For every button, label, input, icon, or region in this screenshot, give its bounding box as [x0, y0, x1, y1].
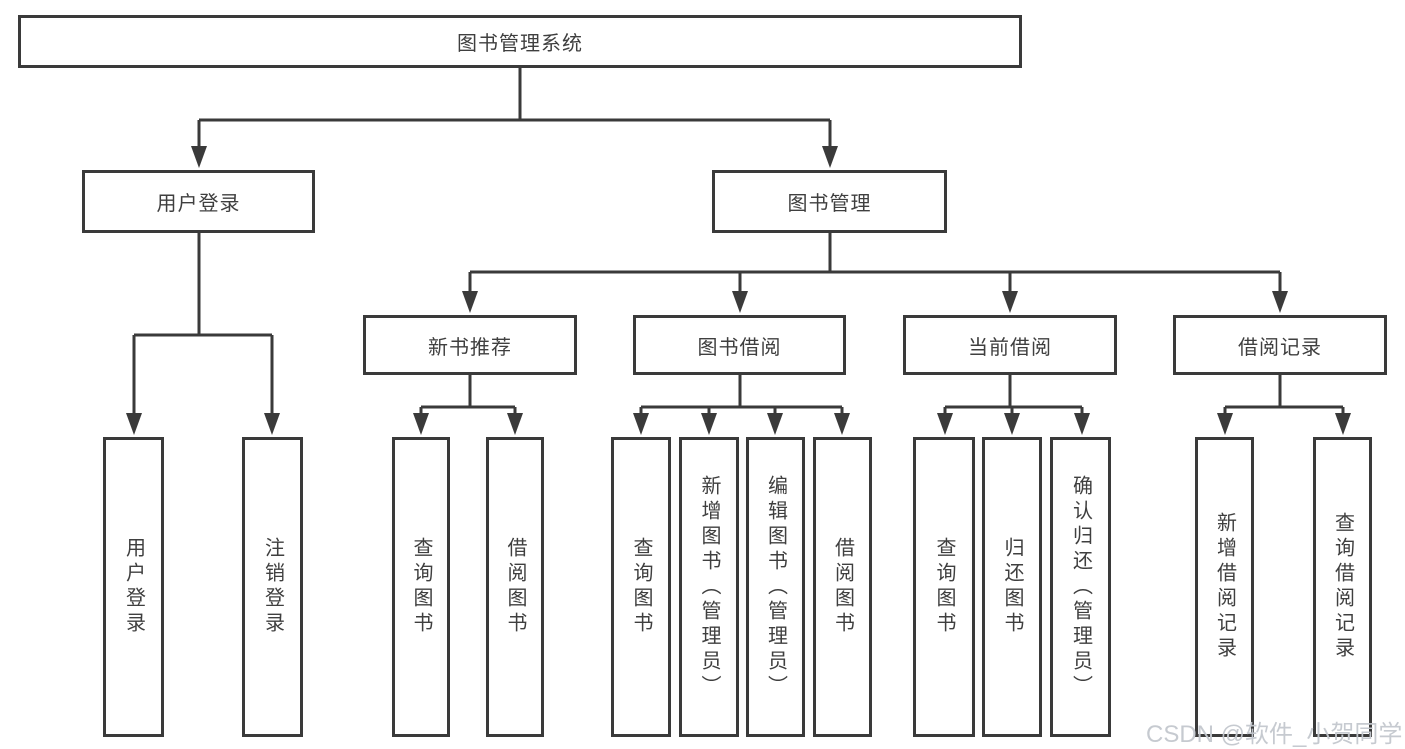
leaf-user-login: 用户登录	[103, 437, 164, 737]
leaf-query-borrow-record: 查询借阅记录	[1313, 437, 1372, 737]
node-book-management: 图书管理	[712, 170, 947, 233]
node-library-management-system: 图书管理系统	[18, 15, 1022, 68]
node-user-login: 用户登录	[82, 170, 315, 233]
leaf-edit-book-admin: 编辑图书（管理员）	[746, 437, 805, 737]
leaf-confirm-return-admin: 确认归还（管理员）	[1050, 437, 1111, 737]
node-new-book-recommend: 新书推荐	[363, 315, 577, 375]
leaf-logout: 注销登录	[242, 437, 303, 737]
leaf-rec-query-books: 查询图书	[392, 437, 450, 737]
node-book-borrow: 图书借阅	[633, 315, 846, 375]
leaf-return-book: 归还图书	[982, 437, 1042, 737]
node-borrow-records: 借阅记录	[1173, 315, 1387, 375]
leaf-add-borrow-record: 新增借阅记录	[1195, 437, 1254, 737]
leaf-rec-borrow-books: 借阅图书	[486, 437, 544, 737]
csdn-watermark: CSDN @软件_小贺同学	[1146, 721, 1403, 748]
node-current-borrow: 当前借阅	[903, 315, 1117, 375]
leaf-add-book-admin: 新增图书（管理员）	[679, 437, 739, 737]
leaf-borrow-query-books: 查询图书	[611, 437, 671, 737]
leaf-current-query-books: 查询图书	[913, 437, 975, 737]
leaf-borrow-book: 借阅图书	[813, 437, 872, 737]
